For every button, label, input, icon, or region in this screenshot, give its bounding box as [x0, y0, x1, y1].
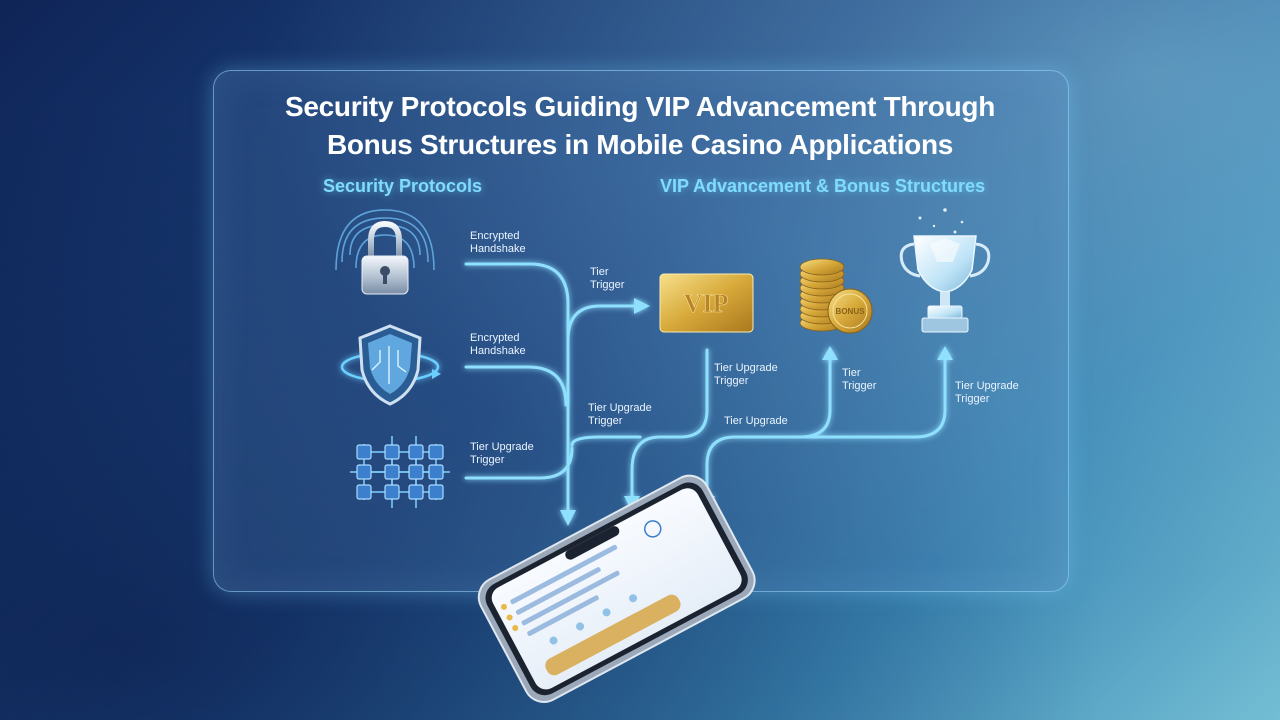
section-title-security: Security Protocols: [323, 176, 483, 196]
page-title: Security Protocols Guiding VIP Advanceme…: [213, 88, 1067, 164]
flow-line-to-vip: [566, 304, 642, 372]
arrowhead-trophy: [937, 346, 953, 360]
trophy-icon: [899, 208, 991, 333]
arrowhead-coins: [822, 346, 838, 360]
title-line-2: Bonus Structures in Mobile Casino Applic…: [326, 129, 954, 160]
flow-line-1: [464, 262, 570, 517]
flow-line-to-coins: [705, 354, 832, 507]
phone-cta-bar: [545, 594, 681, 676]
flow-line-3: [464, 446, 574, 480]
coin-stack-icon: BONUS: [799, 258, 873, 334]
flow-line-vip-down: [630, 348, 709, 507]
arrowhead-phone-left: [560, 510, 576, 526]
vip-card-icon: VIP: [659, 273, 754, 333]
flow-line-2: [464, 365, 568, 407]
title-line-1: Security Protocols Guiding VIP Advanceme…: [285, 91, 995, 122]
flow-lines: [464, 262, 947, 517]
smartphone-mockup: [477, 474, 756, 703]
arrowhead-vip: [634, 298, 650, 314]
flow-line-to-trophy: [798, 354, 947, 439]
shield-circuit-icon: [340, 324, 441, 406]
label-tier-upgrade: Tier Upgrade: [724, 415, 788, 427]
fingerprint-lock-icon: [335, 209, 435, 295]
vip-card-text: VIP: [684, 289, 729, 318]
bonus-coin-text: BONUS: [836, 307, 866, 316]
flow-line-to-phone: [570, 435, 642, 447]
network-grid-icon: [350, 436, 450, 508]
section-title-vip: VIP Advancement & Bonus Structures: [660, 176, 986, 196]
